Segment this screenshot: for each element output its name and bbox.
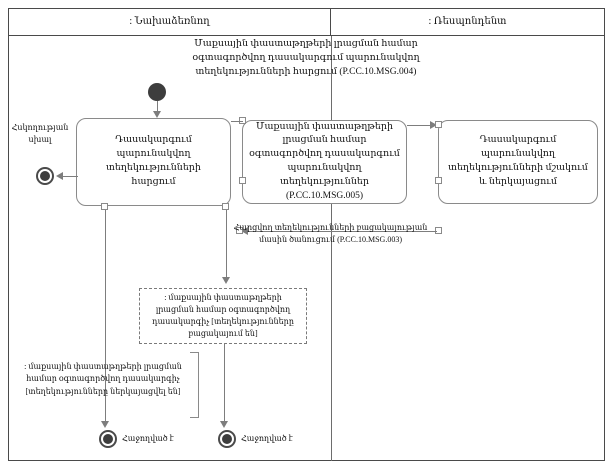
port-notify-absent-left [236, 227, 243, 234]
message-label-notify-absent-msg003: Հարցվող տեղեկությունների բացակայության մ… [233, 223, 428, 244]
flow-request-to-msg005-top [231, 121, 243, 122]
arrowhead-notify-absent [241, 227, 248, 235]
arrowhead-initial-to-request [153, 111, 161, 118]
message-box-info-msg005-label: Մաքսային փաստաթղթերի լրացման համար օգտագ… [249, 121, 400, 201]
arrowhead-msg005-to-process [430, 121, 437, 129]
swimlane-header-respondent-label: : Ռեսպոնդենտ [428, 16, 507, 27]
flow-msg005-to-process [407, 125, 434, 126]
arrowhead-final-right [220, 421, 228, 428]
flow-request-to-control-error [60, 176, 78, 177]
final-node-success-left-label: Հաջողված է [122, 434, 174, 443]
arrowhead-control-error [56, 172, 63, 180]
port-process-mid-left [435, 177, 442, 184]
diagram-frame [8, 8, 605, 461]
swimlane-header-initiator-label: : Նախաձեռնող [129, 16, 210, 27]
swimlane-header-respondent: : Ռեսպոնդենտ [331, 8, 604, 36]
message-box-info-msg005[interactable]: Մաքսային փաստաթղթերի լրացման համար օգտագ… [242, 120, 407, 204]
activity-process-and-present[interactable]: Դասակարգում պարունակվող տեղեկությունների… [438, 120, 598, 204]
arrowhead-final-left [101, 421, 109, 428]
activity-request-label: Դասակարգում պարունակվող տեղեկությունների… [106, 135, 201, 187]
message-label-request-msg004: Մաքսային փաստաթղթերի լրացման համար օգտագ… [192, 39, 420, 77]
flow-initial-to-request [157, 101, 158, 113]
swimlane-divider [331, 36, 332, 461]
arrowhead-note-absent [222, 277, 230, 284]
initial-node [148, 83, 166, 101]
flow-process-to-notify-absent [245, 231, 437, 232]
final-node-control-error [36, 167, 54, 185]
note-information-absent: : մաքսային փաստաթղթերի լրացման համար օգտ… [139, 288, 307, 344]
final-node-success-right [218, 430, 236, 448]
port-info-msg005-top [239, 117, 246, 124]
final-node-success-right-label: Հաջողված է [241, 434, 293, 443]
flow-note-to-final-right [224, 344, 225, 422]
swimlane-header-initiator: : Նախաձեռնող [9, 8, 331, 36]
flow-request-to-final-left [105, 210, 106, 422]
port-request-bottom-left [101, 203, 108, 210]
activity-process-label: Դասակարգում պարունակվող տեղեկությունների… [448, 135, 588, 187]
final-node-success-left [99, 430, 117, 448]
port-process-top-left [435, 121, 442, 128]
port-process-bottom-left [435, 227, 442, 234]
port-info-msg005-left [239, 177, 246, 184]
port-request-bottom-right [222, 203, 229, 210]
note-presented-bracket [190, 352, 199, 418]
note-information-presented: : մաքսային փաստաթղթերի լրացման համար օգտ… [24, 362, 182, 396]
label-control-error: Հսկողության սխալ [11, 123, 69, 144]
note-information-absent-label: : մաքսային փաստաթղթերի լրացման համար օգտ… [152, 293, 294, 338]
flow-request-to-note-absent [226, 210, 227, 278]
activity-request-classifier-info[interactable]: Դասակարգում պարունակվող տեղեկությունների… [76, 118, 231, 206]
